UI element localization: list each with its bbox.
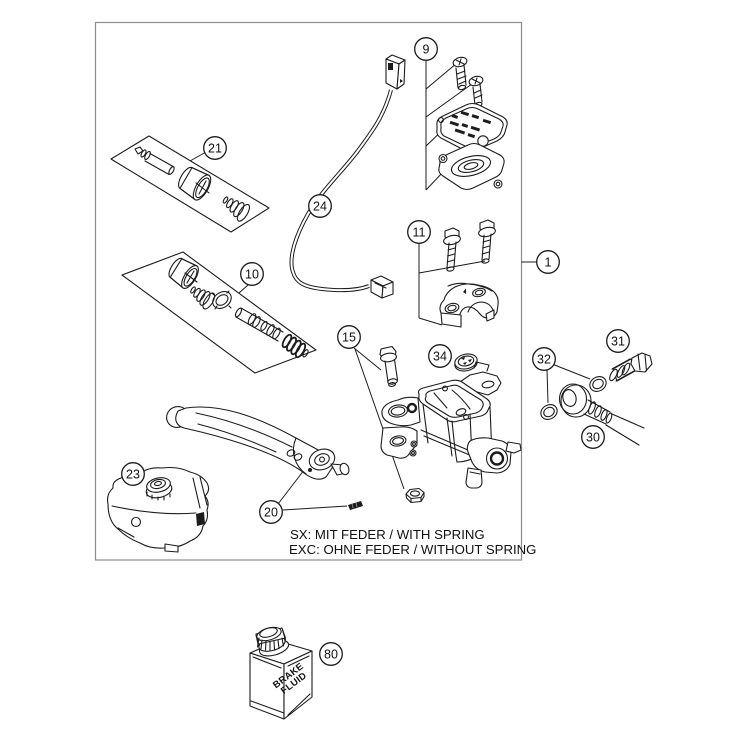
callout-30[interactable]: 30 [581, 425, 605, 449]
callout-32[interactable]: 32 [532, 347, 556, 371]
note-line-2: EXC: OHNE FEDER / WITHOUT SPRING [289, 542, 536, 557]
cover-screw-icon [452, 56, 468, 91]
cable-connector-icon [370, 275, 394, 299]
brake-switch-cable-drawing [289, 54, 406, 299]
reservoir-membrane-icon [438, 142, 505, 191]
clamp-bolt-icon [443, 227, 461, 272]
clamp-bolt-icon [478, 219, 496, 264]
lock-washer-icon [211, 290, 232, 310]
bottle-cap-icon [255, 626, 290, 657]
note-line-1: SX: MIT FEDER / WITH SPRING [290, 527, 485, 542]
piston-cup-icon [178, 166, 212, 201]
diagram-frame-border [94, 21, 523, 561]
callout-11[interactable]: 11 [407, 220, 431, 244]
master-piston-icon [234, 307, 309, 359]
piston-cup-icon [168, 257, 199, 289]
handlebar-clamp-icon [439, 282, 499, 328]
svg-text:9: 9 [423, 43, 430, 57]
svg-text:20: 20 [264, 506, 278, 520]
master-cylinder-body-drawing [380, 361, 522, 489]
svg-text:15: 15 [342, 331, 356, 345]
callout-1[interactable]: 1 [536, 250, 560, 274]
svg-text:32: 32 [537, 353, 551, 367]
piston-repair-kit-21-drawing [110, 135, 270, 233]
cone-spring-icon [190, 286, 216, 310]
cone-spring-icon [222, 196, 251, 222]
svg-text:10: 10 [245, 268, 259, 282]
callout-20[interactable]: 20 [259, 500, 283, 524]
reservoir-cover-kit-drawing [436, 56, 508, 191]
push-rod-icon [134, 146, 175, 176]
pivot-bolt-drawing [379, 345, 399, 387]
circlip-icon [406, 402, 418, 414]
brake-lever-drawing [166, 406, 350, 480]
piston-spring-coil [281, 333, 307, 359]
set-screw-drawing [348, 501, 363, 510]
callout-15[interactable]: 15 [337, 325, 361, 349]
callout-23[interactable]: 23 [121, 462, 145, 486]
svg-text:23: 23 [126, 468, 140, 482]
svg-text:24: 24 [313, 200, 327, 214]
callout-24[interactable]: 24 [308, 194, 332, 218]
reservoir-cover-icon [436, 102, 508, 153]
lever-perch-drawing [107, 466, 210, 553]
svg-text:21: 21 [208, 142, 222, 156]
svg-text:11: 11 [413, 226, 426, 240]
flange-nut-drawing [405, 487, 425, 504]
sealing-washers-drawing [540, 376, 607, 420]
brake-light-switch-icon [385, 54, 406, 90]
callout-9[interactable]: 9 [414, 37, 438, 61]
brake-hose-drawing [558, 383, 645, 446]
svg-text:1: 1 [545, 256, 552, 270]
reservoir-plug-drawing [454, 353, 478, 372]
callout-10[interactable]: 10 [240, 262, 264, 286]
svg-text:80: 80 [324, 648, 338, 662]
handlebar-clamp-kit-drawing [439, 219, 499, 328]
cover-screw-icon [468, 75, 484, 108]
brake-fluid-bottle-drawing: BRAKE FLUID [249, 626, 313, 720]
svg-text:31: 31 [611, 335, 625, 349]
svg-text:30: 30 [586, 431, 600, 445]
adjuster-dial-icon [145, 477, 173, 501]
callout-21[interactable]: 21 [203, 136, 227, 160]
banjo-bolt-drawing [609, 352, 653, 382]
callout-34[interactable]: 34 [428, 344, 452, 368]
callout-80[interactable]: 80 [319, 642, 343, 666]
callout-31[interactable]: 31 [606, 329, 630, 353]
piston-repair-kit-10-drawing [121, 251, 317, 374]
svg-text:34: 34 [433, 350, 447, 364]
cover-engraving-marks [449, 110, 492, 139]
